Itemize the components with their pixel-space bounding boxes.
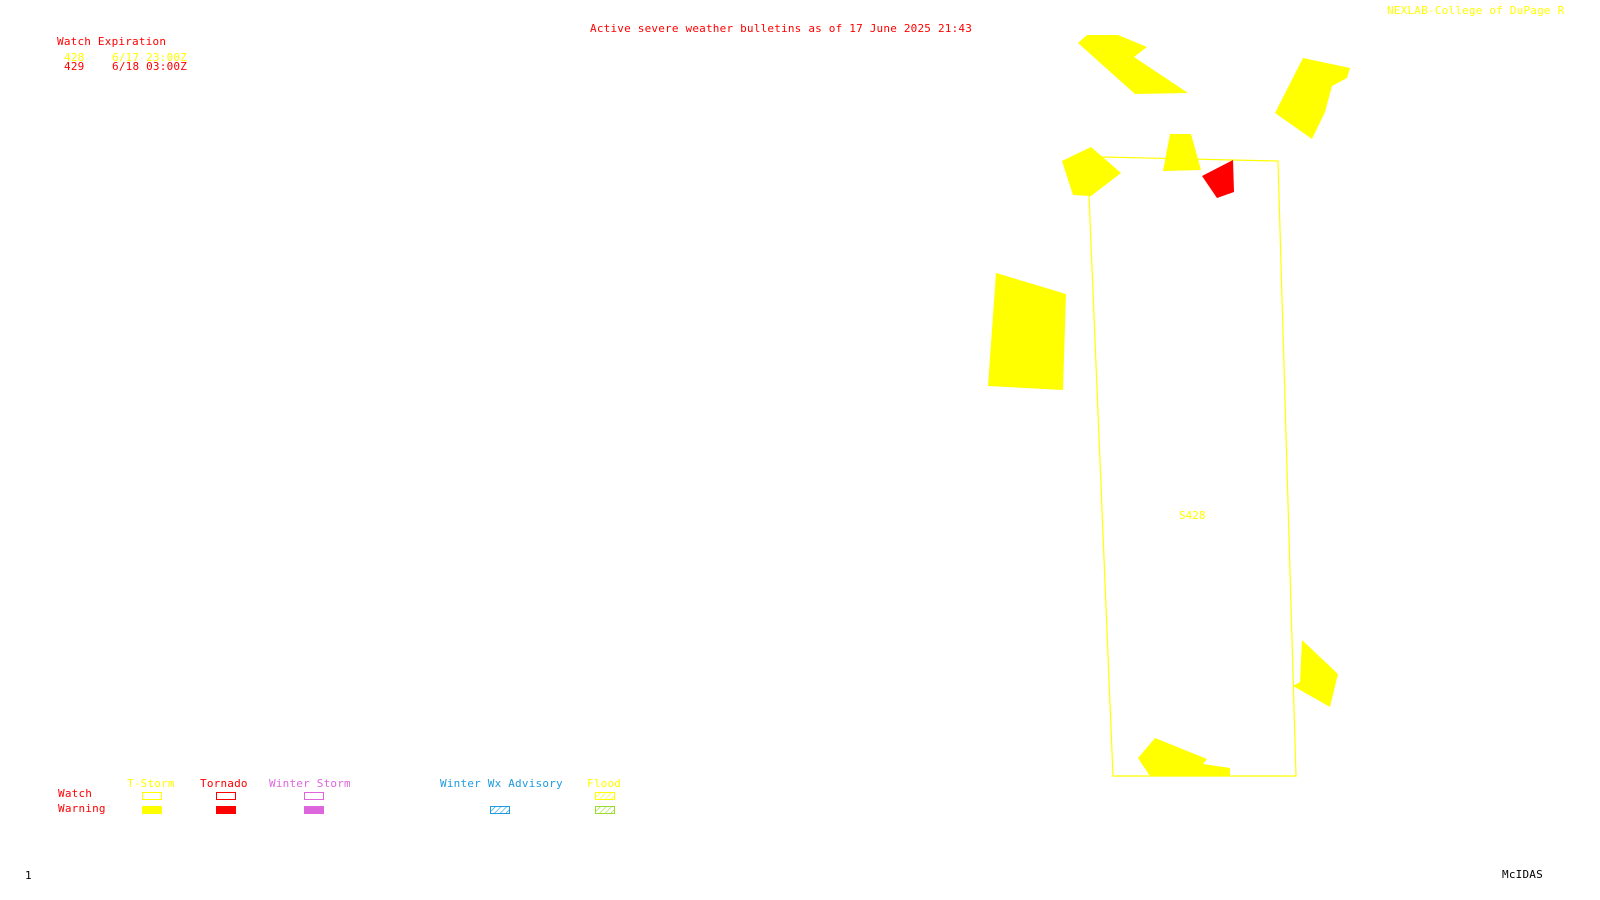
tstorm-warning-polygon[interactable] (1078, 35, 1188, 94)
legend-label-flood: Flood (587, 777, 622, 790)
watch-expires: 6/17 23:00Z (112, 51, 188, 64)
legend-row-watch: Watch (58, 787, 93, 800)
swatch-tornado-watch (216, 792, 236, 800)
swatch-tstorm-watch (142, 792, 162, 800)
legend-label-winter-advisory: Winter Wx Advisory (440, 777, 563, 790)
swatch-flood-warning (595, 806, 615, 814)
watch-expiration-heading: Watch Expiration (57, 35, 167, 48)
swatch-winter-storm-watch (304, 792, 324, 800)
tstorm-warning-polygon[interactable] (1062, 147, 1121, 196)
tstorm-warning-polygon[interactable] (988, 273, 1066, 390)
watch-expires: 6/18 03:00Z (112, 60, 188, 73)
tstorm-warning-polygon[interactable] (1163, 134, 1201, 171)
legend-label-winter-storm: Winter Storm (269, 777, 351, 790)
bulletin-title: Active severe weather bulletins as of 17… (590, 22, 973, 35)
swatch-flood-watch (595, 792, 615, 800)
swatch-winter-storm-warning (304, 806, 324, 814)
tstorm-watch-box[interactable] (1088, 156, 1297, 777)
watch-number: 428 (64, 51, 85, 64)
tstorm-warning-polygon[interactable] (1275, 58, 1350, 139)
swatch-tornado-warning (216, 806, 236, 814)
credit-text: NEXLAB-College of DuPage R (1387, 4, 1565, 17)
frame-number: 1 (25, 869, 32, 882)
watch-box-label: S428 (1179, 509, 1206, 522)
tornado-warning-polygon[interactable] (1202, 160, 1234, 198)
software-label: McIDAS (1502, 868, 1543, 881)
legend-label-tornado: Tornado (200, 777, 248, 790)
swatch-tstorm-warning (142, 806, 162, 814)
tstorm-warning-polygon[interactable] (1138, 738, 1230, 776)
swatch-winter-advisory (490, 806, 510, 814)
legend-row-warning: Warning (58, 802, 106, 815)
watch-number: 429 (64, 60, 85, 73)
tstorm-warning-polygon[interactable] (1293, 640, 1338, 707)
legend-label-tstorm: T-Storm (127, 777, 175, 790)
